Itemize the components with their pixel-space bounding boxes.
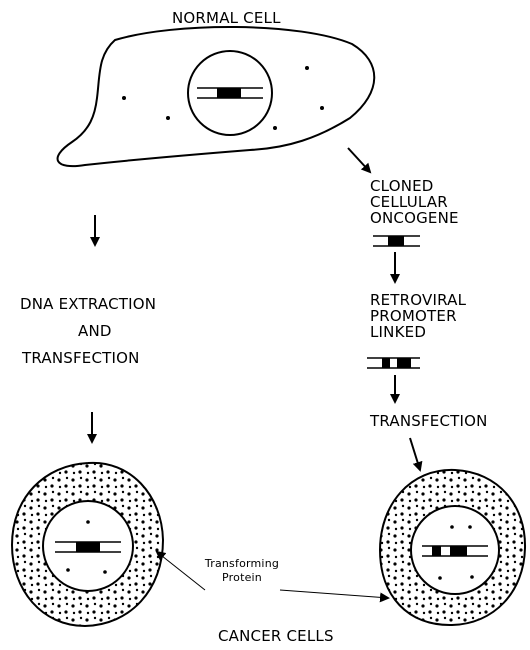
cell-dot (305, 66, 309, 70)
cell-dot (166, 116, 170, 120)
promoter-label-line-3: LINKED (370, 324, 426, 341)
protein-label-line-2: Protein (200, 571, 284, 584)
cell-dot (273, 126, 277, 130)
cancer-cell-right (380, 470, 525, 625)
cell-dot (320, 106, 324, 110)
arrow-to-cancer-cell-right (410, 438, 420, 470)
normal-cell-gene (197, 88, 263, 98)
promoter-linked-fragment (367, 358, 420, 368)
left-step-line-3: TRANSFECTION (22, 350, 140, 367)
arrow-to-oncogene (348, 148, 370, 172)
right-transfection-label: TRANSFECTION (370, 413, 488, 430)
cancer-cell-left (12, 463, 163, 626)
cancer-cells-label: CANCER CELLS (218, 628, 334, 645)
protein-pointer-left (157, 552, 205, 590)
protein-pointer-right (280, 590, 388, 598)
protein-label-line-1: Transforming (200, 557, 284, 570)
left-step-line-1: DNA EXTRACTION (20, 296, 156, 313)
oncogene-fragment (373, 236, 420, 246)
normal-cell-title: NORMAL CELL (172, 10, 281, 27)
oncogene-label-line-3: ONCOGENE (370, 210, 459, 227)
cell-dot (122, 96, 126, 100)
normal-cell (58, 27, 375, 166)
left-step-line-2: AND (78, 323, 112, 340)
normal-cell-membrane (58, 27, 375, 166)
